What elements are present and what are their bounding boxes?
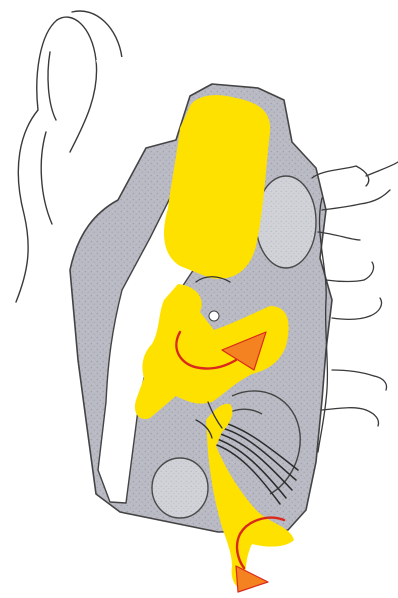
foramen-dot <box>209 311 219 321</box>
upper-yellow-structure <box>164 95 270 279</box>
